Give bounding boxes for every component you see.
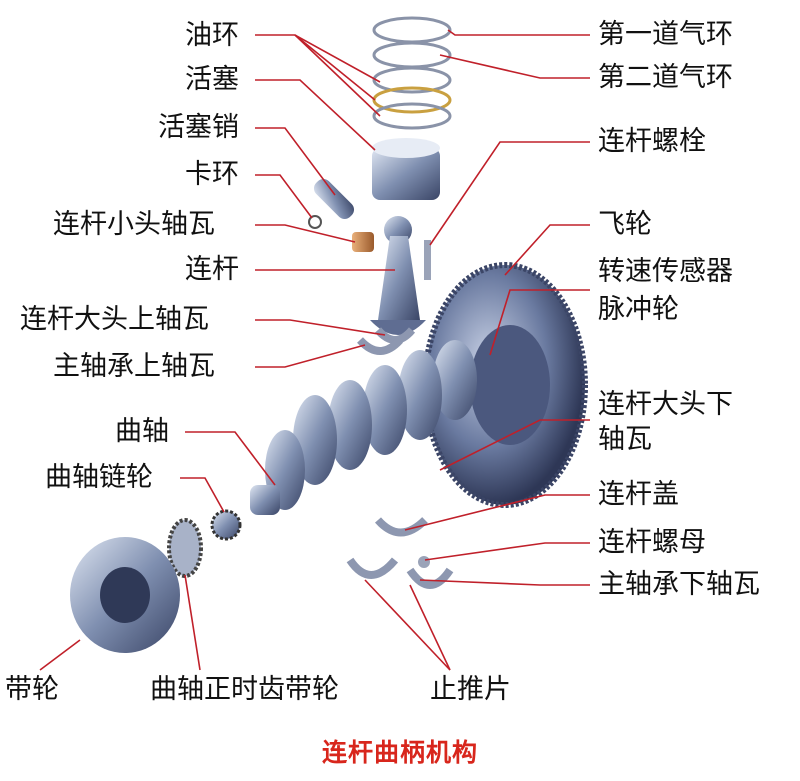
rod-bolt xyxy=(424,240,431,280)
piston xyxy=(372,138,440,200)
label-timing-belt-pulley: 曲轴正时齿带轮 xyxy=(150,674,339,705)
label-big-end-lower-line2: 轴瓦 xyxy=(598,424,652,455)
piston-pin xyxy=(313,178,355,220)
timing-belt-pulley xyxy=(167,518,203,578)
label-main-upper-bearing: 主轴承上轴瓦 xyxy=(53,351,215,382)
label-crank-sprocket: 曲轴链轮 xyxy=(45,462,153,493)
label-rod-bolt: 连杆螺栓 xyxy=(598,126,706,157)
label-snap-ring: 卡环 xyxy=(185,159,239,190)
small-end-bushing xyxy=(352,232,374,252)
label-speed-sensor-line1: 转速传感器 xyxy=(598,256,733,287)
crank-sprocket xyxy=(210,509,242,541)
label-oil-ring: 油环 xyxy=(185,20,239,51)
label-big-end-lower-line1: 连杆大头下 xyxy=(598,389,733,420)
pulley xyxy=(70,537,180,653)
connecting-rod xyxy=(370,216,426,335)
label-piston: 活塞 xyxy=(185,64,239,95)
leader-lines xyxy=(39,29,590,671)
label-second-compression-ring: 第二道气环 xyxy=(598,62,733,93)
label-thrust-washer: 止推片 xyxy=(430,674,511,705)
flywheel xyxy=(422,262,588,508)
label-rod-cap: 连杆盖 xyxy=(598,479,679,510)
label-pulley: 带轮 xyxy=(5,674,59,705)
rod-nut xyxy=(418,556,430,568)
label-flywheel: 飞轮 xyxy=(598,209,652,240)
label-small-end-bushing: 连杆小头轴瓦 xyxy=(53,209,215,240)
label-first-compression-ring: 第一道气环 xyxy=(598,19,733,50)
piston-rings xyxy=(372,16,452,130)
label-piston-pin: 活塞销 xyxy=(158,112,239,143)
label-big-end-upper-bearing: 连杆大头上轴瓦 xyxy=(20,304,209,335)
label-connecting-rod: 连杆 xyxy=(185,254,239,285)
label-speed-sensor-line2: 脉冲轮 xyxy=(598,294,679,325)
snap-ring xyxy=(308,215,322,229)
crankshaft xyxy=(250,340,477,515)
label-crankshaft: 曲轴 xyxy=(115,416,169,447)
label-rod-nut: 连杆螺母 xyxy=(598,527,706,558)
diagram-title: 连杆曲柄机构 xyxy=(321,738,478,767)
label-main-lower-bearing: 主轴承下轴瓦 xyxy=(598,569,760,600)
bearing-shells xyxy=(346,327,454,589)
